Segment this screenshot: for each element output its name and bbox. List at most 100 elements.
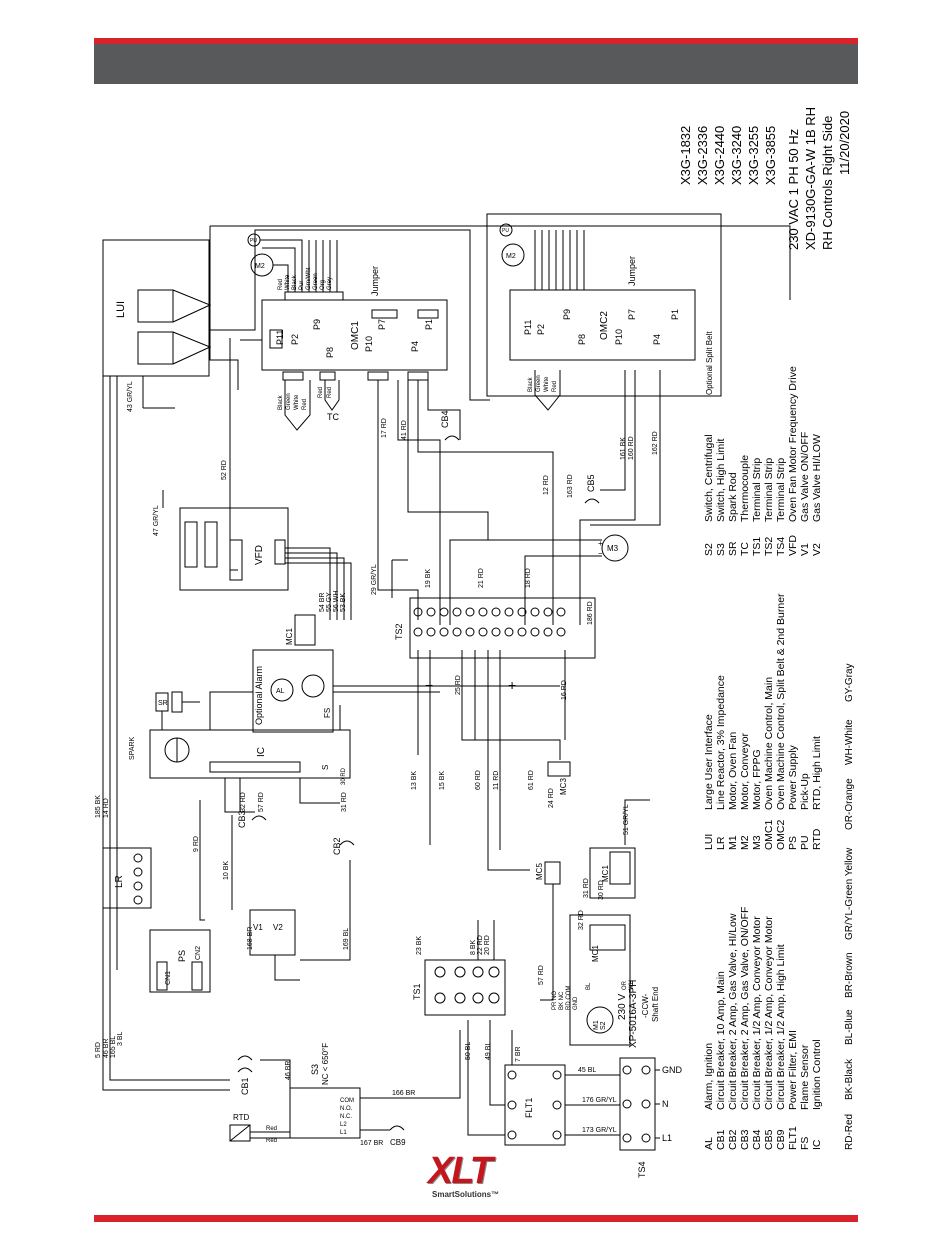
- svg-text:61 RD: 61 RD: [528, 770, 535, 790]
- ts2-terminal: [413, 627, 423, 637]
- ts2-terminal: [413, 607, 423, 617]
- svg-text:IC: IC: [811, 1139, 823, 1150]
- svg-text:Red: Red: [327, 387, 333, 398]
- svg-text:5 RD: 5 RD: [95, 1042, 102, 1058]
- svg-text:Circuit Breaker, 1/2 Amp, Conv: Circuit Breaker, 1/2 Amp, Conveyor Motor: [763, 916, 775, 1110]
- svg-text:FS: FS: [323, 708, 332, 718]
- svg-text:53 BK: 53 BK: [340, 593, 347, 612]
- svg-text:185 BK: 185 BK: [95, 795, 102, 818]
- svg-text:L1: L1: [662, 1133, 672, 1143]
- svg-text:LR: LR: [715, 836, 727, 850]
- svg-text:47 GR/YL: 47 GR/YL: [153, 505, 160, 536]
- ts2-terminal: [439, 627, 449, 637]
- ts2-terminal: [452, 607, 462, 617]
- svg-text:15 BK: 15 BK: [439, 771, 446, 790]
- svg-text:17 RD: 17 RD: [381, 418, 388, 438]
- svg-text:173 GR/YL: 173 GR/YL: [582, 1127, 617, 1134]
- svg-text:P7: P7: [627, 309, 637, 320]
- svg-text:16 RD: 16 RD: [561, 680, 568, 700]
- svg-text:Circuit Breaker, 2 Amp, Gas Va: Circuit Breaker, 2 Amp, Gas Valve, HI/Lo…: [727, 913, 739, 1110]
- svg-text:Switch, High Limit: Switch, High Limit: [715, 438, 727, 522]
- svg-text:Red: Red: [278, 279, 284, 290]
- svg-text:L2: L2: [340, 1122, 347, 1128]
- svg-text:51 GR/YL: 51 GR/YL: [623, 804, 630, 835]
- svg-text:SR: SR: [727, 541, 739, 556]
- svg-text:RD COM: RD COM: [566, 986, 572, 1010]
- svg-text:Red: Red: [266, 1138, 277, 1144]
- svg-text:9 RD: 9 RD: [193, 836, 200, 852]
- color-codes: RD-Red BK-Black BL-Blue BR-Brown GR/YL-G…: [844, 663, 855, 1150]
- svg-text:N.C.: N.C.: [340, 1114, 352, 1120]
- svg-text:22 RD: 22 RD: [477, 935, 484, 955]
- drawing-date: 11/20/2020: [837, 111, 852, 175]
- svg-text:V1: V1: [799, 543, 811, 556]
- svg-text:RTD, High Limit: RTD, High Limit: [811, 736, 823, 810]
- svg-text:GND: GND: [573, 996, 579, 1010]
- footer-red-stripe: [94, 1215, 858, 1222]
- svg-text:Circuit Breaker, 1/2 Amp, High: Circuit Breaker, 1/2 Amp, High Limit: [775, 944, 787, 1110]
- svg-text:MC1: MC1: [601, 865, 610, 882]
- svg-text:Motor, Conveyor: Motor, Conveyor: [739, 732, 751, 810]
- svg-text:14 RD: 14 RD: [103, 798, 110, 818]
- svg-text:S2: S2: [600, 1021, 607, 1030]
- model-4: X3G-3240: [729, 126, 744, 185]
- xlt-logo: XLT SmartSolutions™: [428, 1152, 523, 1200]
- svg-text:Jumper: Jumper: [627, 256, 637, 286]
- svg-text:CB1: CB1: [715, 1129, 727, 1150]
- ts2-terminal: [556, 627, 566, 637]
- ts2-terminal: [504, 607, 514, 617]
- ts2-terminal: [556, 607, 566, 617]
- svg-text:161 BK: 161 BK: [620, 437, 627, 460]
- svg-text:PS: PS: [177, 950, 187, 962]
- svg-text:11 RD: 11 RD: [493, 771, 500, 790]
- svg-text:Switch, Centrifugal: Switch, Centrifugal: [703, 434, 715, 522]
- omc2-board: OMC2 P11 P2 P9 P8 P10 P7 P4 P1 Optional …: [486, 213, 722, 411]
- svg-text:N: N: [662, 1099, 669, 1109]
- svg-text:FS: FS: [799, 1137, 811, 1150]
- svg-text:163 RD: 163 RD: [567, 474, 574, 498]
- svg-text:IC: IC: [256, 747, 267, 757]
- svg-text:WH: WH: [629, 980, 635, 990]
- svg-text:18 RD: 18 RD: [525, 568, 532, 588]
- ic-block: IC S 30 RD: [149, 729, 351, 785]
- svg-text:NC < 650°F: NC < 650°F: [321, 1043, 330, 1085]
- svg-text:CB2: CB2: [727, 1129, 739, 1150]
- optional-alarm: Optional Alarm AL FS − +: [252, 649, 516, 733]
- svg-text:Optional Split Belt: Optional Split Belt: [705, 331, 714, 395]
- lui-block: LUI 43 GR/YL: [102, 239, 212, 412]
- svg-text:MC5: MC5: [535, 863, 544, 880]
- svg-text:54 BR: 54 BR: [319, 593, 326, 612]
- ts2-terminal: [426, 607, 436, 617]
- ts2-terminal: [478, 607, 488, 617]
- svg-text:Green: Green: [536, 375, 542, 392]
- svg-text:TS1: TS1: [751, 537, 763, 556]
- svg-text:P11: P11: [523, 320, 533, 335]
- svg-text:−: −: [425, 677, 433, 693]
- svg-text:Pur: Pur: [299, 281, 305, 290]
- ts2-terminal: [478, 627, 488, 637]
- svg-text:White: White: [544, 376, 550, 392]
- svg-text:XP-5016A-3PH: XP-5016A-3PH: [628, 980, 639, 1048]
- svg-text:Thermocouple: Thermocouple: [739, 455, 751, 522]
- svg-text:32 RD: 32 RD: [240, 792, 247, 812]
- svg-text:160 RD: 160 RD: [628, 436, 635, 460]
- svg-text:20 RD: 20 RD: [484, 935, 491, 955]
- svg-text:RTD: RTD: [811, 828, 823, 850]
- svg-text:Circuit Breaker, 1/2 Amp, Conv: Circuit Breaker, 1/2 Amp, Conveyor Motor: [751, 916, 763, 1110]
- ts2-terminal: [452, 627, 462, 637]
- flt1-filter: FLT1: [504, 1064, 566, 1146]
- svg-text:Red: Red: [266, 1126, 277, 1132]
- svg-text:31 RD: 31 RD: [583, 878, 590, 898]
- svg-text:Flame Sensor: Flame Sensor: [799, 1044, 811, 1110]
- svg-text:Spark Rod: Spark Rod: [727, 472, 739, 522]
- ts2-terminal: [543, 627, 553, 637]
- svg-text:55 GY: 55 GY: [326, 592, 333, 612]
- svg-text:S3: S3: [310, 1064, 320, 1075]
- svg-text:OMC1: OMC1: [763, 820, 775, 850]
- svg-text:LR: LR: [114, 875, 125, 888]
- svg-text:White: White: [294, 394, 300, 410]
- svg-text:P10: P10: [364, 336, 374, 352]
- svg-text:Ignition Control: Ignition Control: [811, 1039, 823, 1110]
- svg-text:P1: P1: [424, 319, 434, 330]
